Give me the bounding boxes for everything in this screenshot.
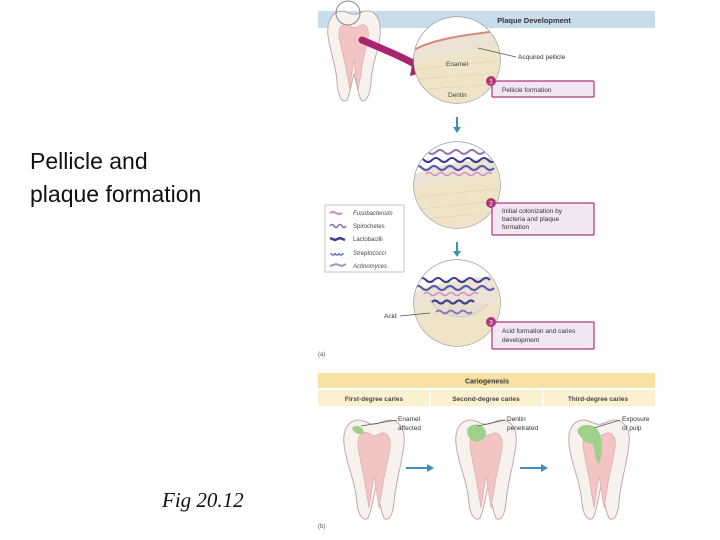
panel-b-label: (b) xyxy=(318,524,325,530)
legend-swatch-lactobacilli xyxy=(329,236,346,242)
legend-item-spirochetes: Spirochetes xyxy=(329,223,385,230)
caries-columns-header xyxy=(318,390,655,406)
legend-swatch-actinomyces xyxy=(329,262,347,268)
legend-label-streptococci: Streptococci xyxy=(353,251,387,257)
step-2-text-line3: formation xyxy=(502,224,529,231)
legend-item-actinomyces: Actinomyces xyxy=(329,262,387,270)
legend-item-fusobacterium: Fusobacterium xyxy=(329,211,393,217)
right-arrow-1 xyxy=(406,464,434,472)
tooth-illustration xyxy=(327,0,381,102)
label-acid: Acid xyxy=(384,313,397,320)
callout-3-leader xyxy=(593,419,621,429)
plaque-development-header xyxy=(318,11,655,28)
stage2-circle xyxy=(413,141,501,229)
tooth-first-degree xyxy=(343,419,405,520)
legend-item-lactobacilli: Lactobacilli xyxy=(329,236,383,243)
panel-a-label: (a) xyxy=(318,352,325,358)
legend-label-spirochetes: Spirochetes xyxy=(353,224,385,230)
figure-caption: Fig 20.12 xyxy=(162,488,244,512)
step-2-box: 2 Initial colonization by bacteria and p… xyxy=(486,198,595,236)
tooth-second-degree xyxy=(455,419,517,520)
slide-title-line2: plaque formation xyxy=(30,181,202,208)
plaque-development-title: Plaque Development xyxy=(497,16,571,25)
column-second-degree: Second-degree caries xyxy=(452,396,520,403)
legend-label-fusobacterium: Fusobacterium xyxy=(353,211,393,217)
step-2-text-line1: Initial colonization by xyxy=(502,208,563,215)
legend-swatch-fusobacterium xyxy=(329,211,343,215)
step-2-number: 2 xyxy=(489,201,493,208)
legend-label-actinomyces: Actinomyces xyxy=(352,264,387,270)
legend-swatch-spirochetes xyxy=(329,223,347,229)
step-1-text: Pellicle formation xyxy=(502,87,552,94)
column-first-degree: First-degree caries xyxy=(345,396,404,403)
right-arrow-2 xyxy=(520,464,548,472)
label-enamel: Enamel xyxy=(446,61,469,68)
callout-1-line1: Enamel xyxy=(398,416,421,423)
step-2-text-line2: bacteria and plaque xyxy=(502,216,559,223)
down-arrow-1 xyxy=(453,117,461,133)
pellicle-leader xyxy=(477,47,517,58)
legend-label-lactobacilli: Lactobacilli xyxy=(353,237,383,243)
legend-item-streptococci: Streptococci xyxy=(330,251,387,257)
cariogenesis-header xyxy=(318,373,655,388)
slide-title-line1: Pellicle and xyxy=(30,148,148,174)
cariogenesis-title: Cariogenesis xyxy=(465,379,509,386)
label-dentin: Dentin xyxy=(448,92,467,99)
callout-1-line2: affected xyxy=(398,425,421,432)
column-third-degree: Third-degree caries xyxy=(568,396,629,403)
stage3-circle xyxy=(413,259,501,347)
callout-3-line1: Exposure xyxy=(622,416,650,423)
acid-leader xyxy=(399,312,431,317)
callout-2-line2: penetrated xyxy=(507,425,538,432)
callout-2-leader xyxy=(477,419,506,427)
step-1-number: 1 xyxy=(489,79,493,86)
bacteria-legend: Fusobacterium Spirochetes Lactobacilli S… xyxy=(324,204,405,273)
step-3-number: 3 xyxy=(489,320,493,327)
label-acquired-pellicle: Acquired pellicle xyxy=(518,54,566,61)
down-arrow-2 xyxy=(453,242,461,257)
callout-1-leader xyxy=(360,419,398,427)
tooth-third-degree xyxy=(568,419,630,520)
step-3-box: 3 Acid formation and caries development xyxy=(486,317,595,350)
step-1-box: 1 Pellicle formation xyxy=(486,76,595,98)
step-3-text-line2: development xyxy=(502,337,539,344)
step-3-text-line1: Acid formation and caries xyxy=(502,328,576,335)
callout-2-line1: Dentin xyxy=(507,416,526,423)
callout-3-line2: of pulp xyxy=(622,425,642,432)
slide-title: Pellicle and plaque formation xyxy=(30,145,201,212)
legend-swatch-streptococci xyxy=(330,252,344,256)
